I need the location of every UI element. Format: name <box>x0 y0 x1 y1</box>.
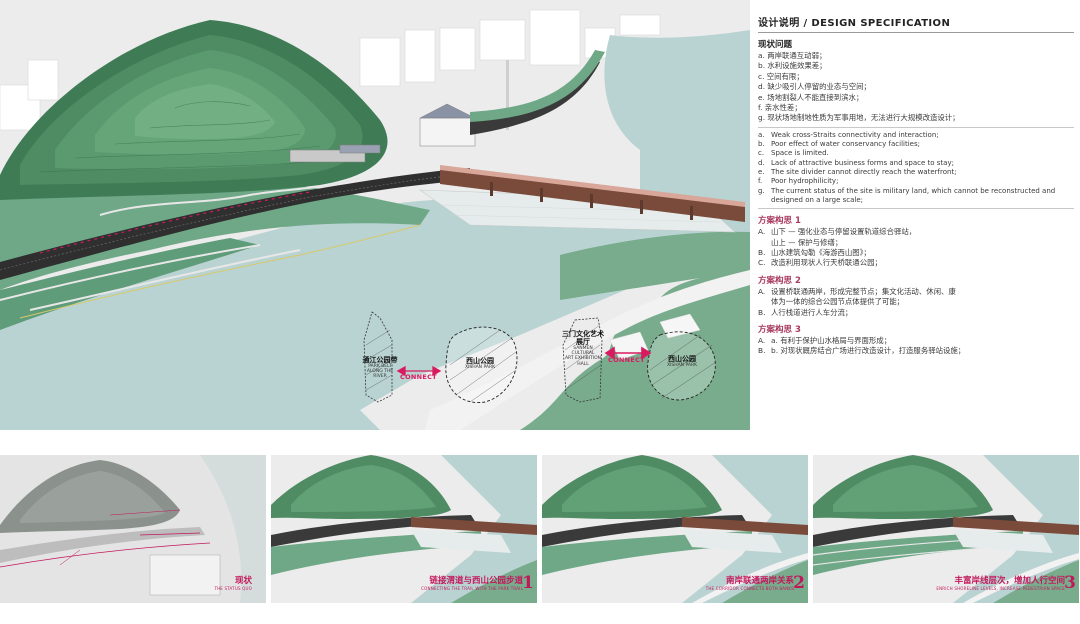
concept-2-list: A.设置桥联通两岸，形成完整节点；集文化活动、休闲、康 体为一体的综合公园节点体… <box>758 287 1074 318</box>
stage-strip: 现状 THE STATUS QUO 链接渭道与西山公园步道 CONNECTING… <box>0 455 1080 603</box>
list-item: g. 现状场地制地性质为军事用地，无法进行大规模改造设计； <box>758 113 960 123</box>
concept-3-list: A.a. 有利于保护山水格局与界面形成； B.b. 对现状厩房结合广场进行改造设… <box>758 336 1074 357</box>
stage-2-caption: 南岸联通两岸关系 THE CORRIDOR CONNECTS BOTH BANK… <box>706 574 794 591</box>
list-item: a. 两岸联通互动弱； <box>758 51 827 60</box>
park-belt-label: 通江公园带 PARK BELT ALONG THE RIVER <box>356 356 404 380</box>
stage-1-subtitle: CONNECTING THE TRAIL WITH THE PARK TRAIL <box>421 586 523 591</box>
concept-divider <box>758 208 1074 210</box>
stage-3-subtitle: ENRICH SHORELINE LEVELS, INCREASE PEDEST… <box>936 586 1065 591</box>
xishan-park-label-b: 西山公园 XISHAN PARK <box>656 355 708 368</box>
design-specification-panel: 设计说明 / DESIGN SPECIFICATION 现状问题 a. 两岸联通… <box>758 14 1074 434</box>
title-divider <box>758 32 1074 33</box>
connect-arrow-right <box>604 346 652 360</box>
list-item: f. 亲水性差； <box>758 103 802 113</box>
stage-3-caption: 丰富岸线层次，增加人行空间 ENRICH SHORELINE LEVELS, I… <box>936 574 1065 591</box>
pink-track <box>39 191 311 254</box>
stage-3: 丰富岸线层次，增加人行空间 ENRICH SHORELINE LEVELS, I… <box>813 455 1079 603</box>
stage-2: 南岸联通两岸关系 THE CORRIDOR CONNECTS BOTH BANK… <box>542 455 808 603</box>
sanmen-shape <box>562 317 603 403</box>
xishan-park-b-cn: 西山公园 <box>668 355 696 363</box>
xishan-park-bubble-a <box>445 326 518 403</box>
sanmen-en: SANMEN CULTURAL ART EXHIBITION HALL <box>564 346 602 367</box>
list-item: f.Poor hydrophilicity; <box>758 177 839 186</box>
xishan-park-a-cn: 西山公园 <box>466 357 494 365</box>
concept-3-heading: 方案构思 3 <box>758 325 801 336</box>
concept-diagram <box>363 311 717 403</box>
park-belt-cn: 通江公园带 <box>362 356 398 364</box>
list-item: B.人行栈道进行人车分流； <box>758 307 853 317</box>
right-bank-path <box>425 270 750 430</box>
stage-3-render <box>813 455 1079 603</box>
curved-walkways <box>0 177 361 311</box>
xishan-park-label-a: 西山公园 XISHAN PARK <box>455 357 505 370</box>
left-bank-green <box>0 178 430 290</box>
river <box>0 30 750 430</box>
stage-1-title: 链接渭道与西山公园步道 <box>429 576 523 586</box>
connect-label-left: CONNECT <box>400 373 437 381</box>
lower-left-green <box>0 238 260 330</box>
list-item: a.Weak cross-Straits connectivity and in… <box>758 130 939 139</box>
park-belt-shape <box>363 311 393 403</box>
stage-2-number: 2 <box>793 573 805 593</box>
connect-label-right: CONNECT <box>608 356 645 364</box>
spec-title: 设计说明 / DESIGN SPECIFICATION <box>758 18 951 29</box>
stage-0-title: 现状 <box>234 576 252 586</box>
xishan-park-bubble-b <box>647 331 716 401</box>
list-item: B.b. 对现状厩房结合广场进行改造设计，打造服务驿站设施； <box>758 346 966 356</box>
list-item: g.The current status of the site is mili… <box>758 186 1056 204</box>
list-item: A.a. 有利于保护山水格局与界面形成； <box>758 336 892 346</box>
concept-1-list: A.山下 — 强化业态与停留设置轨道综合驿站， 山上 — 保护与修缮； B.山水… <box>758 227 1074 269</box>
stage-1-number: 1 <box>522 573 534 593</box>
list-item: e.The site divider cannot directly reach… <box>758 168 957 177</box>
list-item: B.山水建筑勾勒《海游西山图》； <box>758 248 871 258</box>
stage-2-subtitle: THE CORRIDOR CONNECTS BOTH BANKS <box>705 586 794 591</box>
stage-0-subtitle: THE STATUS QUO <box>214 586 252 591</box>
xishan-park-b-en: XISHAN PARK <box>666 363 698 369</box>
concept-2-heading: 方案构思 2 <box>758 275 801 286</box>
stage-2-title: 南岸联通两岸关系 <box>725 576 794 586</box>
stage-2-render <box>542 455 808 603</box>
stage-0-caption: 现状 THE STATUS QUO <box>214 574 252 591</box>
list-item: c. 空间有限； <box>758 71 804 81</box>
list-item: e. 场地割裂人不能直接到滨水； <box>758 92 864 102</box>
list-item: d. 缺少吸引人停留的业态与空间； <box>758 82 871 92</box>
list-item: 山上 — 保护与修缮； <box>771 237 843 247</box>
concept-1-heading: 方案构思 1 <box>758 216 801 227</box>
park-belt-en: PARK BELT ALONG THE RIVER <box>366 364 394 380</box>
main-aerial-render: 通江公园带 PARK BELT ALONG THE RIVER 西山公园 XIS… <box>0 0 750 430</box>
tower <box>506 60 509 130</box>
stage-status-quo: 现状 THE STATUS QUO <box>0 455 266 603</box>
stage-3-title: 丰富岸线层次，增加人行空间 <box>954 576 1065 586</box>
stage-1-caption: 链接渭道与西山公园步道 CONNECTING THE TRAIL WITH TH… <box>421 574 523 591</box>
sanmen-cn: 三门文化艺术展厅 <box>562 330 604 347</box>
list-item: A.山下 — 强化业态与停留设置轨道综合驿站， <box>758 227 917 237</box>
right-bank <box>520 231 750 430</box>
current-issues-en-list: a.Weak cross-Straits connectivity and in… <box>758 131 1074 205</box>
list-item: C.改造利用现状人行天桥联通公园； <box>758 258 882 268</box>
list-item: b.Poor effect of water conservancy facil… <box>758 140 920 149</box>
xishan-park-a-en: XISHAN PARK <box>464 365 496 371</box>
stage-0-render <box>0 455 266 603</box>
list-item: d.Lack of attractive business forms and … <box>758 158 954 167</box>
list-item: A.设置桥联通两岸，形成完整节点；集文化活动、休闲、康 <box>758 286 956 296</box>
list-item: c.Space is limited. <box>758 149 829 158</box>
list-item: b. 水利设施效果差； <box>758 61 827 71</box>
current-issues-cn-list: a. 两岸联通互动弱； b. 水利设施效果差； c. 空间有限； d. 缺少吸引… <box>758 51 1074 124</box>
list-item: 体为一体的综合公园节点体提供了可能； <box>771 297 905 307</box>
aerial-scene <box>0 0 750 430</box>
connect-arrow-left <box>396 365 442 377</box>
stage-1-render <box>271 455 537 603</box>
stage-1: 链接渭道与西山公园步道 CONNECTING THE TRAIL WITH TH… <box>271 455 537 603</box>
current-issues-heading: 现状问题 <box>758 40 793 50</box>
sanmen-art-hall-label: 三门文化艺术展厅 SANMEN CULTURAL ART EXHIBITION … <box>560 330 606 367</box>
stage-3-number: 3 <box>1064 573 1076 593</box>
mountain-base-buildings <box>289 103 476 163</box>
cn-en-divider <box>758 126 1074 128</box>
